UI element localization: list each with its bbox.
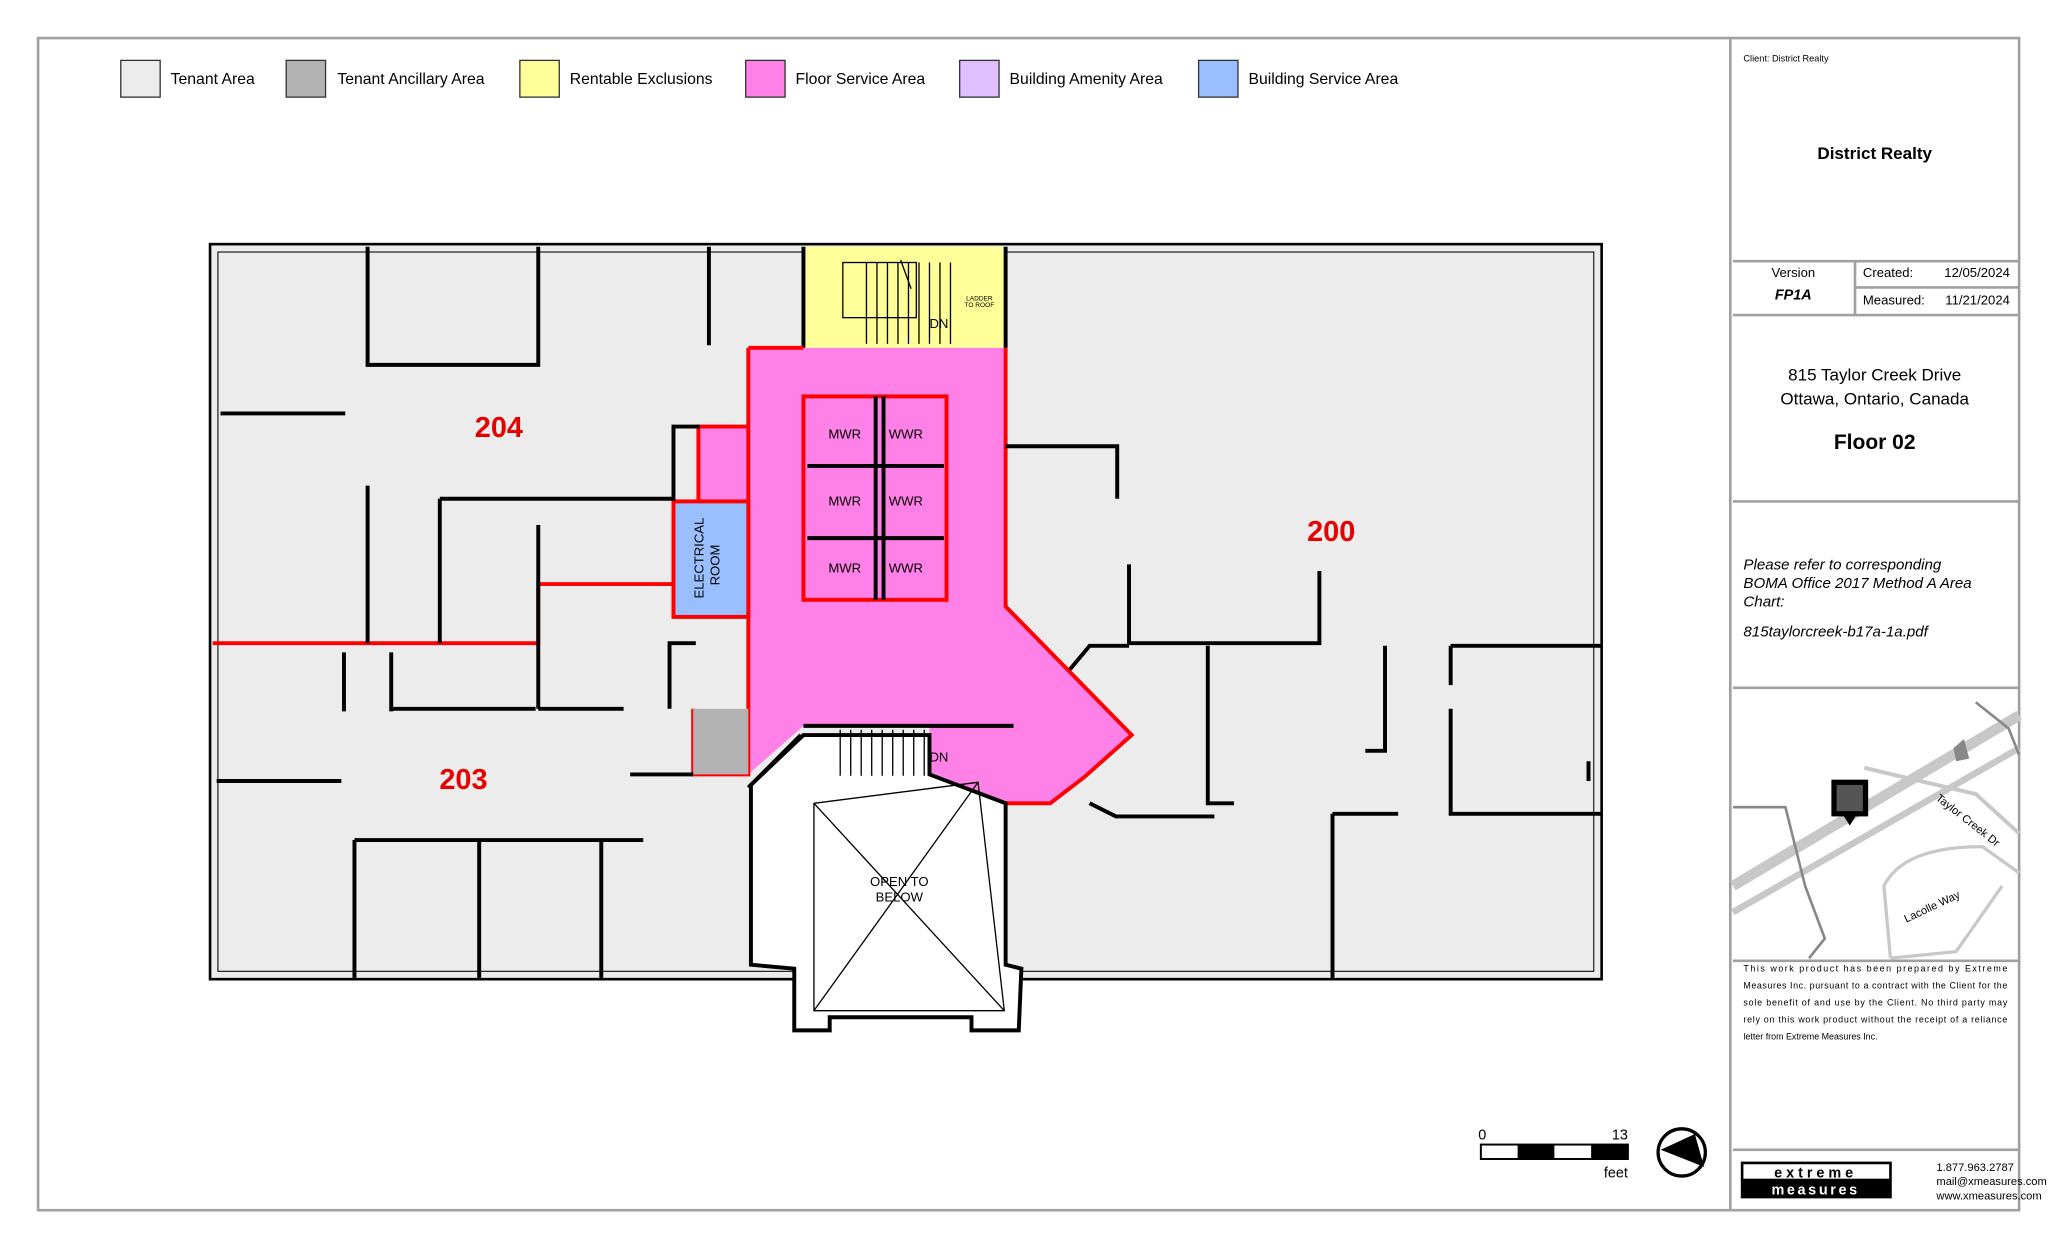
svg-text:ROOM: ROOM (707, 545, 722, 586)
svg-text:feet: feet (1604, 1165, 1628, 1181)
svg-text:Please refer to corresponding: Please refer to corresponding (1743, 557, 1941, 574)
svg-text:815 Taylor Creek Drive: 815 Taylor Creek Drive (1788, 366, 1961, 385)
floor-plan: DN LADDER TO ROOF MWR WWR MWR WWR MWR WWR E… (208, 242, 1603, 1033)
extreme-measures-logo: extreme measures (1740, 1161, 1892, 1198)
svg-text:letter from Extreme Measures I: letter from Extreme Measures Inc. (1743, 1032, 1877, 1042)
svg-text:Measured:: Measured: (1863, 293, 1925, 308)
electrical-room (671, 499, 751, 619)
area-chart-filename: 815taylorcreek-b17a-1a.pdf (1743, 624, 1929, 641)
svg-text:sole benefit of and use by the: sole benefit of and use by the Client. N… (1743, 997, 2007, 1007)
svg-text:DN: DN (929, 749, 948, 764)
legend-label: Building Service Area (1248, 71, 1398, 88)
tenant-ancillary-area (693, 708, 749, 775)
svg-text:Measures Inc. pursuant to a co: Measures Inc. pursuant to a contract wit… (1743, 980, 2007, 990)
legend-item-rentable-exclusions: Rentable Exclusions (519, 59, 713, 98)
svg-text:12/05/2024: 12/05/2024 (1944, 265, 2010, 280)
stair-treads (842, 259, 952, 344)
floor-label: Floor 02 (1834, 431, 1916, 454)
legend-label: Floor Service Area (796, 71, 926, 88)
website-link: www.xmeasures.com (1935, 1191, 2041, 1203)
suite-203-label: 203 (439, 764, 487, 796)
legend-label: Tenant Area (171, 71, 255, 88)
legend-label: Tenant Ancillary Area (337, 71, 484, 88)
sheet-border (36, 36, 2021, 1212)
svg-text:Client: District Realty: Client: District Realty (1743, 54, 1829, 64)
phone: 1.877.963.2787 (1936, 1162, 2013, 1174)
legend: Tenant Area Tenant Ancillary Area Rentab… (120, 59, 1398, 98)
svg-text:FP1A: FP1A (1775, 287, 1812, 303)
svg-text:MWR: MWR (828, 426, 861, 441)
suite-200-label: 200 (1307, 516, 1355, 548)
svg-text:OPEN TO: OPEN TO (870, 874, 929, 889)
suite-labels: 204 203 200 (439, 412, 1355, 796)
svg-text:TO ROOF: TO ROOF (965, 302, 995, 309)
legend-item-tenant-ancillary: Tenant Ancillary Area (285, 59, 485, 98)
svg-text:measures: measures (1771, 1182, 1859, 1198)
svg-text:This work product has been pre: This work product has been prepared by E… (1743, 963, 2007, 973)
svg-text:Ottawa, Ontario, Canada: Ottawa, Ontario, Canada (1780, 389, 1969, 408)
svg-text:Chart:: Chart: (1743, 593, 1784, 610)
svg-text:extreme: extreme (1774, 1165, 1857, 1181)
stair-down-label: DN (929, 316, 948, 331)
email-link: mail@xmeasures.com (1936, 1176, 2046, 1188)
svg-text:BOMA Office 2017 Method A Area: BOMA Office 2017 Method A Area (1743, 575, 1971, 592)
interior-walls (216, 246, 1602, 978)
legend-label: Building Amenity Area (1010, 71, 1163, 88)
svg-text:13: 13 (1612, 1127, 1628, 1143)
svg-text:LADDER: LADDER (966, 296, 993, 303)
legend-item-building-amenity: Building Amenity Area (959, 59, 1163, 98)
legend-item-building-service: Building Service Area (1197, 59, 1398, 98)
svg-text:Created:: Created: (1863, 265, 1913, 280)
svg-text:BELOW: BELOW (876, 890, 924, 905)
svg-text:ELECTRICAL: ELECTRICAL (692, 518, 707, 599)
svg-text:MWR: MWR (828, 493, 861, 508)
legend-item-tenant-area: Tenant Area (120, 59, 255, 98)
svg-text:WWR: WWR (889, 426, 923, 441)
svg-text:11/21/2024: 11/21/2024 (1945, 293, 2010, 308)
client-name: District Realty (1817, 144, 1932, 163)
svg-text:WWR: WWR (889, 560, 923, 575)
svg-text:WWR: WWR (889, 493, 923, 508)
floor-service-area (698, 347, 1132, 804)
stair-rentable-exclusion (803, 246, 1006, 348)
legend-item-floor-service: Floor Service Area (745, 59, 926, 98)
suite-204-label: 204 (475, 412, 523, 444)
disclaimer: This work product has been prepared by E… (1743, 963, 2007, 1041)
svg-text:Version: Version (1771, 265, 1815, 280)
svg-text:0: 0 (1478, 1127, 1486, 1143)
svg-text:rely on this work product with: rely on this work product without the re… (1743, 1014, 2007, 1024)
legend-label: Rentable Exclusions (570, 71, 713, 88)
north-arrow-icon (1656, 1127, 1707, 1178)
scale-bar: 0 13 feet (1478, 1127, 1629, 1181)
svg-text:MWR: MWR (828, 560, 861, 575)
